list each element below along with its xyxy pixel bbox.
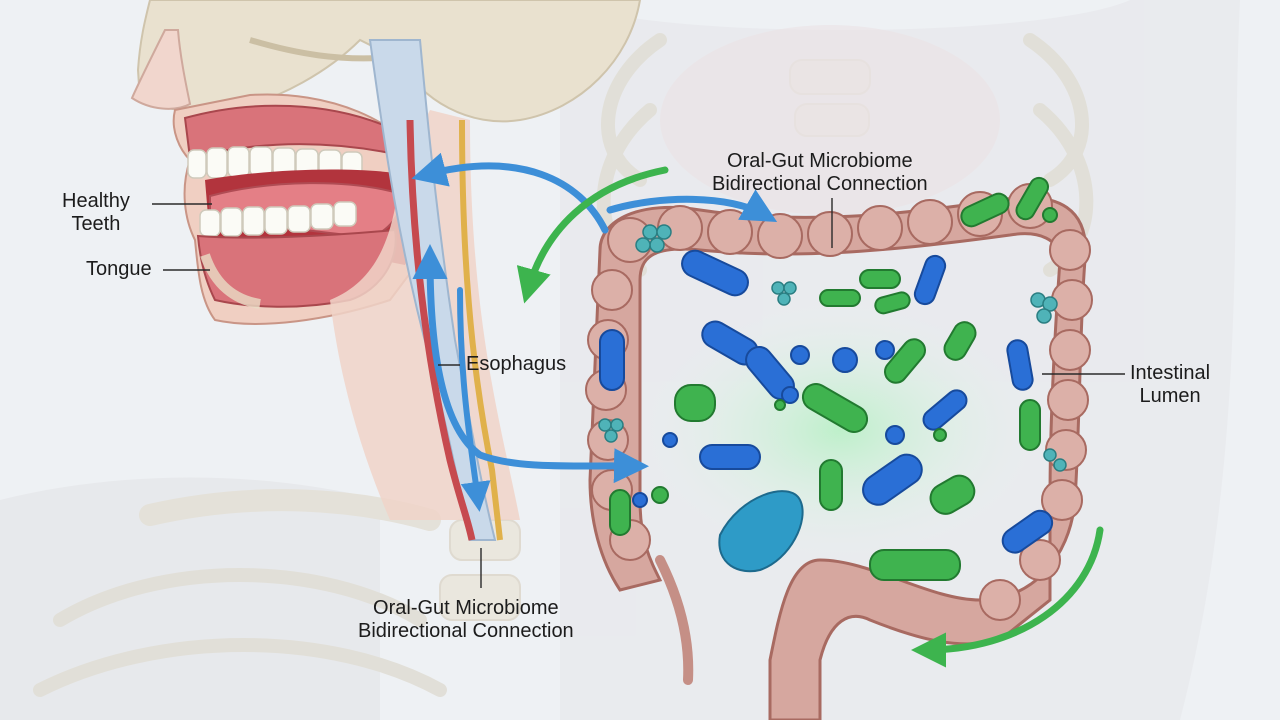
microbe-cluster xyxy=(598,176,1067,581)
healthy-teeth-label: Healthy Teeth xyxy=(62,190,130,236)
mouth-illustration xyxy=(172,93,432,325)
leader-lines xyxy=(152,198,1125,588)
intestinal-lumen-line2: Lumen xyxy=(1139,385,1201,407)
connection-label-bottom: Oral-Gut Microbiome Bidirectional Connec… xyxy=(358,597,574,643)
healthy-teeth-line1: Healthy xyxy=(62,190,130,212)
healthy-teeth-line2: Teeth xyxy=(71,213,121,235)
intestinal-lumen-line1: Intestinal xyxy=(1130,362,1211,384)
connection-arrows xyxy=(411,152,1104,668)
tongue-text: Tongue xyxy=(86,258,152,280)
skull-illustration xyxy=(130,0,642,123)
connection-bottom-line2: Bidirectional Connection xyxy=(358,620,574,642)
esophagus-text: Esophagus xyxy=(466,353,567,375)
tongue-label: Tongue xyxy=(86,258,152,281)
connection-bottom-line1: Oral-Gut Microbiome xyxy=(373,597,559,619)
connection-top-line1: Oral-Gut Microbiome xyxy=(727,150,913,172)
connection-label-top: Oral-Gut Microbiome Bidirectional Connec… xyxy=(712,150,928,196)
connection-top-line2: Bidirectional Connection xyxy=(712,173,928,195)
intestinal-lumen-label: Intestinal Lumen xyxy=(1130,362,1210,408)
esophagus-label: Esophagus xyxy=(466,353,566,376)
